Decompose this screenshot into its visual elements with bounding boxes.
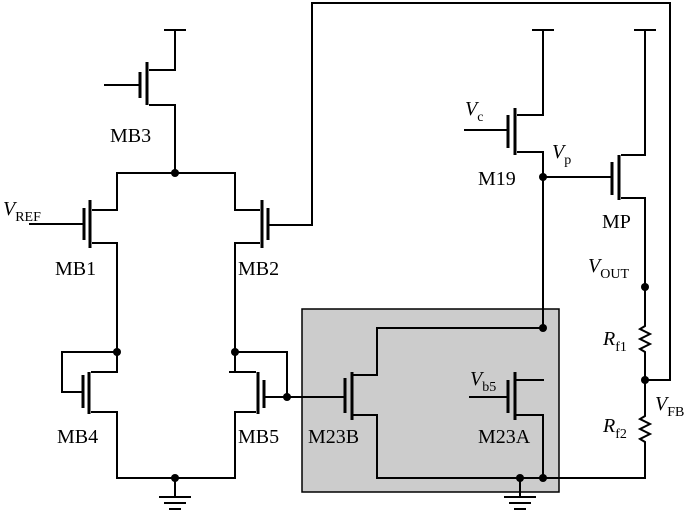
resistor-rf1 (637, 317, 653, 381)
label-m19: M19 (478, 168, 516, 190)
label-m23a: M23A (478, 426, 531, 448)
label-rf1: Rf1 (602, 328, 627, 355)
label-vref: VREF (3, 198, 41, 225)
transistor-mb3 (104, 29, 186, 174)
label-vfb: VFB (655, 393, 684, 420)
label-vout: VOUT (588, 255, 629, 282)
label-vb5: Vb5 (470, 368, 496, 395)
transistor-m19 (464, 29, 554, 329)
label-mb3: MB3 (110, 125, 151, 147)
highlight-box (301, 308, 560, 493)
transistor-m23b (343, 327, 544, 479)
transistor-mb1 (29, 172, 118, 353)
label-m23b: M23B (308, 426, 359, 448)
transistor-mp (542, 29, 656, 319)
label-mb1: MB1 (55, 258, 96, 280)
label-mb5: MB5 (238, 426, 279, 448)
label-mp: MP (602, 211, 631, 233)
ground-symbol-right (504, 477, 536, 510)
label-vc: Vc (465, 98, 483, 125)
label-rf2: Rf2 (602, 415, 627, 442)
transistor-mb4 (61, 348, 121, 479)
ground-symbol-left (159, 477, 191, 510)
label-mb4: MB4 (57, 426, 98, 448)
label-vp: Vp (552, 141, 571, 168)
resistor-rf2 (637, 379, 653, 479)
transistor-mb2 (234, 2, 671, 381)
transistor-mb5 (229, 348, 346, 479)
label-mb2: MB2 (238, 258, 279, 280)
